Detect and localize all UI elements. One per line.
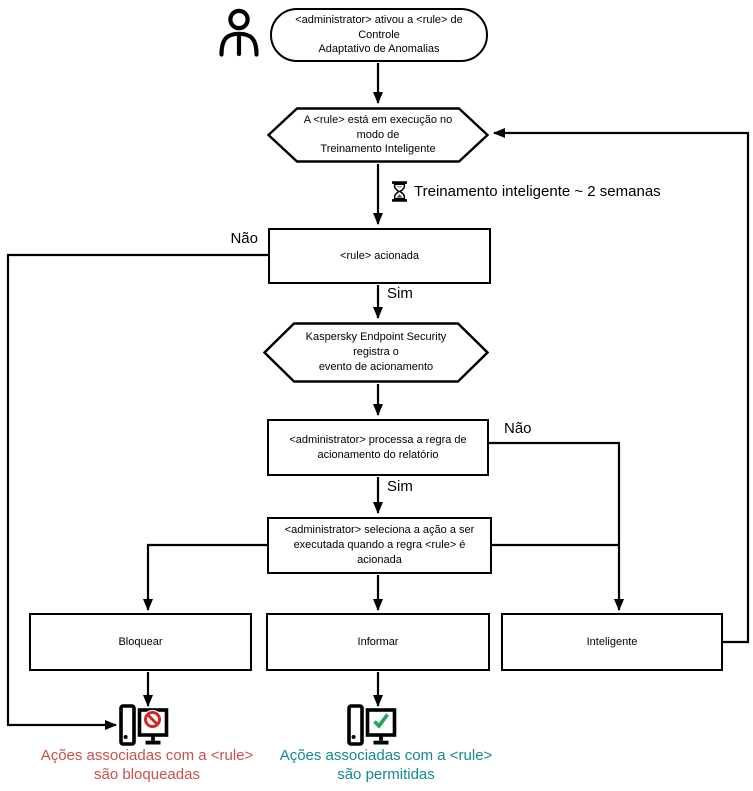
outcome-blocked-text: Ações associadas com a <rule> são bloque… (40, 747, 254, 784)
action-inform-label: Informar (357, 635, 399, 648)
hourglass-icon (392, 181, 407, 202)
action-inform-node: Informar (266, 613, 490, 671)
edge-label-sim-1: Sim (387, 285, 413, 302)
check-icon (371, 712, 391, 732)
action-block-label: Bloquear (118, 635, 163, 648)
action-smart-node: Inteligente (501, 613, 723, 671)
training-mode-node: A <rule> está em execução no modo de Tre… (267, 107, 489, 163)
training-mode-label: A <rule> está em execução no modo de Tre… (303, 113, 453, 156)
edge-label-sim-2: Sim (387, 478, 413, 495)
admin-selects-label: <administrator> seleciona a ação a ser e… (284, 524, 475, 566)
rule-triggered-node: <rule> acionada (268, 228, 491, 284)
action-smart-label: Inteligente (586, 635, 638, 648)
hexagon-shape (263, 322, 489, 383)
rule-triggered-label: <rule> acionada (340, 249, 419, 262)
computer-blocked-icon (119, 704, 169, 746)
edge-smart-feedback-loop (493, 128, 750, 644)
prohibition-icon (142, 709, 163, 730)
edge-label-nao-2: Não (504, 420, 532, 437)
training-duration-label: Treinamento inteligente ~ 2 semanas (414, 183, 661, 200)
kes-registers-node: Kaspersky Endpoint Security registra o e… (263, 322, 489, 383)
admin-processes-node: <administrator> processa a regra de acio… (267, 419, 489, 476)
start-node: <administrator> ativou a <rule> de Contr… (270, 8, 488, 62)
edge-label-nao-1: Não (230, 230, 258, 247)
kes-registers-label: Kaspersky Endpoint Security registra o e… (305, 331, 447, 373)
outcome-allowed-text: Ações associadas com a <rule> são permit… (279, 747, 493, 784)
person-icon (219, 8, 259, 57)
edge-selects-to-block (143, 543, 268, 611)
training-duration-annotation: Treinamento inteligente ~ 2 semanas (391, 181, 661, 202)
hexagon-shape (267, 107, 489, 163)
edge-rule-nao-loop (6, 253, 269, 730)
admin-selects-node: <administrator> seleciona a ação a ser e… (267, 517, 492, 574)
edge-processes-nao-to-smart (489, 441, 624, 611)
admin-processes-label: <administrator> processa a regra de acio… (289, 433, 467, 461)
start-node-label: <administrator> ativou a <rule> de Contr… (295, 13, 463, 56)
action-block-node: Bloquear (29, 613, 252, 671)
computer-allowed-icon (347, 704, 397, 746)
